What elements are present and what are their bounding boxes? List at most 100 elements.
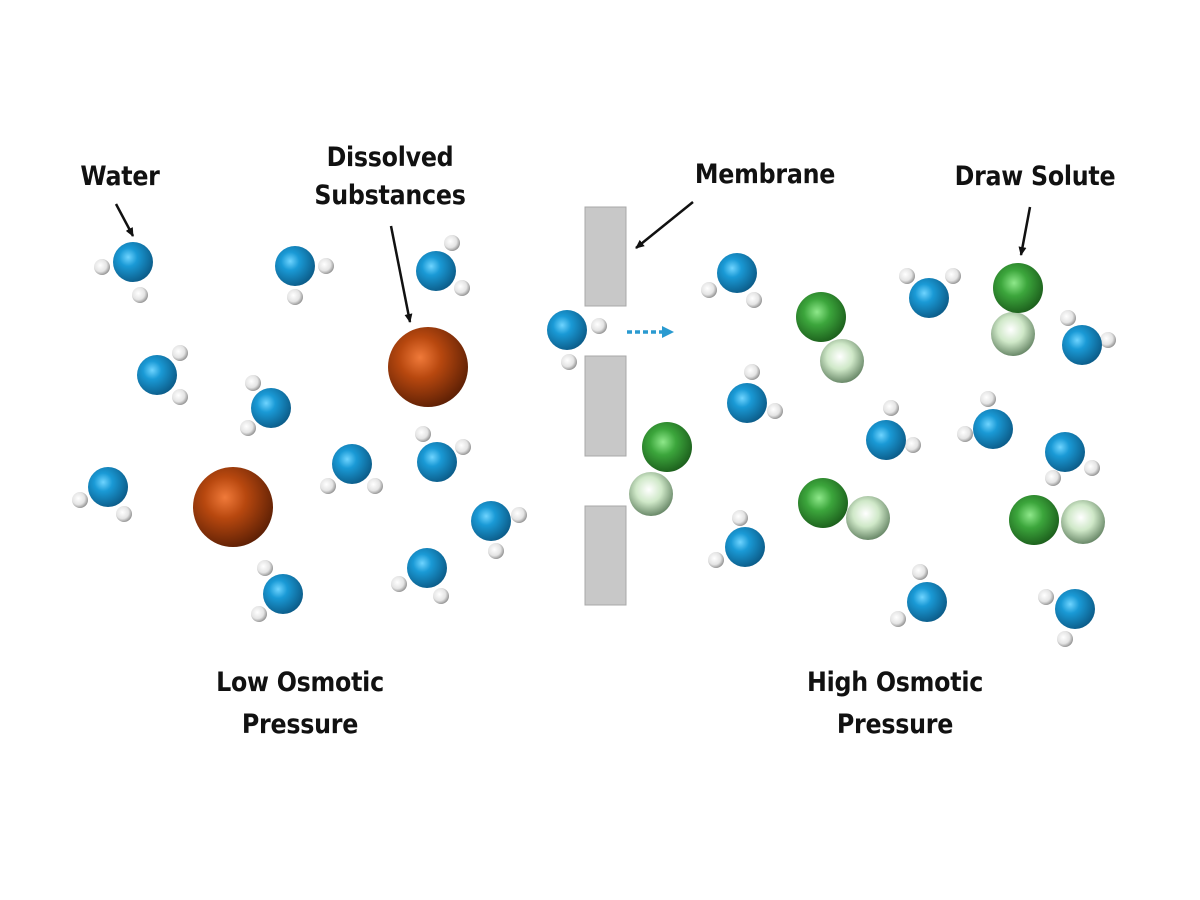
water-molecule (547, 310, 607, 370)
oxygen-atom (725, 527, 765, 567)
hydrogen-atom (746, 292, 762, 308)
dissolved-substance (388, 327, 468, 407)
hydrogen-atom (744, 364, 760, 380)
hydrogen-atom (318, 258, 334, 274)
water-molecule (1060, 310, 1116, 365)
water-molecule (94, 242, 153, 303)
hydrogen-atom (287, 289, 303, 305)
draw-solute-dark-sphere (798, 478, 848, 528)
hydrogen-atom (391, 576, 407, 592)
hydrogen-atom (367, 478, 383, 494)
hydrogen-atom (172, 345, 188, 361)
hydrogen-atom (905, 437, 921, 453)
oxygen-atom (909, 278, 949, 318)
oxygen-atom (88, 467, 128, 507)
hydrogen-atom (245, 375, 261, 391)
draw-solute-light-sphere (820, 339, 864, 383)
molecules-layer (72, 235, 1116, 647)
high-label-line2: Pressure (836, 709, 954, 740)
oxygen-atom (137, 355, 177, 395)
water-molecule (727, 364, 783, 423)
hydrogen-atom (1057, 631, 1073, 647)
water-molecule (899, 268, 961, 318)
membrane-segment (584, 355, 627, 457)
hydrogen-atom (1100, 332, 1116, 348)
water-pointer-arrow (114, 203, 135, 237)
water-molecule (391, 548, 449, 604)
water-molecule (72, 467, 132, 522)
oxygen-atom (416, 251, 456, 291)
oxygen-atom (275, 246, 315, 286)
hydrogen-atom (132, 287, 148, 303)
water-molecule (415, 426, 471, 482)
membrane-pointer-arrow (635, 201, 694, 249)
water-molecule (137, 345, 188, 405)
dissolved-pointer-arrow (389, 225, 413, 323)
oxygen-atom (727, 383, 767, 423)
hydrogen-atom (980, 391, 996, 407)
water-molecule (275, 246, 334, 305)
draw-solute-light-sphere (1061, 500, 1105, 544)
low-label-line2: Pressure (241, 709, 359, 740)
membrane-label: Membrane (694, 159, 836, 190)
oxygen-atom (263, 574, 303, 614)
oxygen-atom (1045, 432, 1085, 472)
water-molecule (701, 253, 762, 308)
draw-solute-label: Draw Solute (954, 161, 1116, 192)
oxygen-atom (907, 582, 947, 622)
water-molecule (251, 560, 303, 622)
water-molecule (1045, 432, 1100, 486)
water-molecule (416, 235, 470, 296)
hydrogen-atom (1038, 589, 1054, 605)
hydrogen-atom (72, 492, 88, 508)
oxygen-atom (547, 310, 587, 350)
draw-solute-pair (1009, 495, 1105, 545)
dissolved-label-line2: Substances (314, 180, 466, 211)
oxygen-atom (471, 501, 511, 541)
hydrogen-atom (116, 506, 132, 522)
hydrogen-atom (455, 439, 471, 455)
oxygen-atom (251, 388, 291, 428)
hydrogen-atom (172, 389, 188, 405)
hydrogen-atom (511, 507, 527, 523)
high-osmotic-pressure-label: High Osmotic Pressure (789, 664, 1000, 744)
hydrogen-atom (701, 282, 717, 298)
draw-solute-dark-sphere (1009, 495, 1059, 545)
hydrogen-atom (1084, 460, 1100, 476)
oxygen-atom (866, 420, 906, 460)
membrane (584, 206, 627, 606)
oxygen-atom (973, 409, 1013, 449)
water-molecule (1038, 589, 1095, 647)
hydrogen-atom (1045, 470, 1061, 486)
draw-solute-pointer-arrow (1018, 206, 1032, 256)
hydrogen-atom (591, 318, 607, 334)
oxygen-atom (1055, 589, 1095, 629)
water-molecule (957, 391, 1013, 449)
hydrogen-atom (708, 552, 724, 568)
water-molecule (320, 444, 383, 494)
draw-solute-pair (796, 292, 864, 383)
hydrogen-atom (488, 543, 504, 559)
membrane-segment (584, 206, 627, 307)
draw-solute-light-sphere (846, 496, 890, 540)
hydrogen-atom (94, 259, 110, 275)
dissolved-substance (193, 467, 273, 547)
hydrogen-atom (732, 510, 748, 526)
water-molecule (708, 510, 765, 568)
hydrogen-atom (433, 588, 449, 604)
hydrogen-atom (1060, 310, 1076, 326)
hydrogen-atom (945, 268, 961, 284)
draw-solute-light-sphere (629, 472, 673, 516)
hydrogen-atom (444, 235, 460, 251)
water-label: Water (80, 161, 160, 192)
low-osmotic-pressure-label: Low Osmotic Pressure (194, 664, 405, 744)
hydrogen-atom (454, 280, 470, 296)
hydrogen-atom (320, 478, 336, 494)
low-label-line1: Low Osmotic (216, 667, 384, 698)
dissolved-substance-sphere (388, 327, 468, 407)
dissolved-label-line1: Dissolved (326, 142, 454, 173)
water-molecule (890, 564, 947, 627)
water-molecule (866, 400, 921, 460)
hydrogen-atom (912, 564, 928, 580)
water-molecule (471, 501, 527, 559)
